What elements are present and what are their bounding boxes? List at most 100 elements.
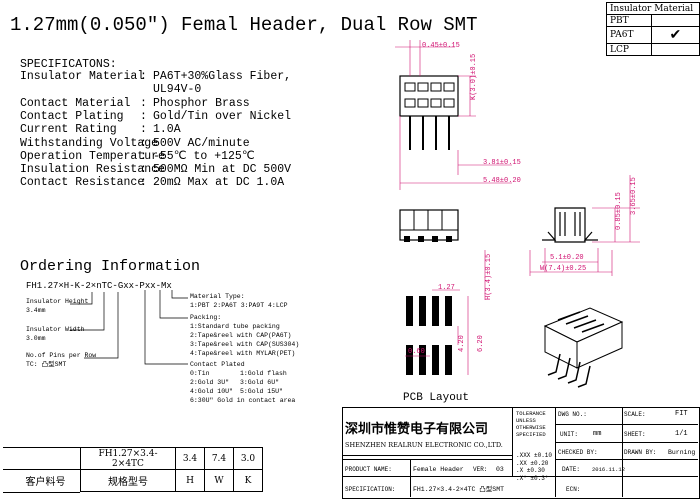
dim-label: 4.20 <box>458 335 466 352</box>
dim-label: 6.20 <box>477 335 485 352</box>
spec-row: Withstanding Voltage:500V AC/minute <box>20 137 320 150</box>
material-type-note: Material Type: 1:PBT 2:PA6T 3:PA9T 4:LCP <box>190 292 288 310</box>
spec-label: Contact Material <box>20 96 131 110</box>
date-label: DATE: <box>562 466 581 473</box>
specs-list: Insulator Material:PA6T+30%Glass Fiber,U… <box>20 70 320 200</box>
tolerance-values: .XXX ±0.10 .XX ±0.20 .X ±0.30 .X° ±0.3° <box>516 452 552 482</box>
spec-value: -55℃ to +125℃ <box>153 149 255 163</box>
spec-colon: : <box>140 149 147 163</box>
specs-heading: SPECIFICATONS: <box>20 58 117 71</box>
tol-line: OTHERWISE <box>516 424 546 431</box>
drawn-value: Burning <box>668 449 696 456</box>
tol-value: .X ±0.30 <box>516 467 545 474</box>
drawn-label: DRAWN BY: <box>624 449 657 456</box>
side-view: 0.85±0.15 3.65±0.15 5.1±0.20 W(7.4)±0.25 <box>529 175 640 276</box>
spec-value: Phosphor Brass <box>153 96 250 110</box>
pcb-layout: 1.27 0.60 4.20 6.20 H(3.4)±0.15 PCB Layo… <box>403 250 493 404</box>
divider <box>555 459 698 460</box>
date-value: 2016.11.12 <box>592 466 626 473</box>
note-line: 1:Gold flash <box>240 370 287 377</box>
note-line: 1:Standard tube packing <box>190 323 280 330</box>
unit-label: UNIT: <box>560 431 579 438</box>
col-header: W <box>204 469 234 492</box>
note-line: 4:Tape&reel with MYLAR(PET) <box>190 350 296 357</box>
spec-colon: : <box>140 176 147 190</box>
part-value: 3.4 <box>175 447 205 470</box>
note-line: Insulator Height <box>26 298 89 305</box>
divider <box>622 407 623 497</box>
spec-row: Contact Plating:Gold/Tin over Nickel <box>20 110 320 123</box>
scale-label: SCALE: <box>624 411 646 418</box>
label-cell: 客户料号 规格型号 <box>26 469 176 492</box>
dim-label: 0.45±0.15 <box>422 42 460 50</box>
tol-value: .XX ±0.20 <box>516 459 549 467</box>
ordering-heading: Ordering Information <box>20 258 201 275</box>
packing-note: Packing: 1:Standard tube packing 2:Tape&… <box>190 313 299 358</box>
note-line: Packing: <box>190 314 222 321</box>
spec-value: UL94V-0 <box>153 83 202 97</box>
col-header: H <box>175 469 205 492</box>
dim-label: 0.60 <box>408 348 425 356</box>
dim-label: K(3.0)±0.15 <box>470 54 478 100</box>
checked-label: CHECKED BY: <box>558 449 598 456</box>
note-line: No.of Pins per Row <box>26 352 97 359</box>
sheet-label: SHEET: <box>624 431 646 438</box>
product-name-label: PRODUCT NAME: <box>345 466 392 473</box>
insulator-height-note: Insulator Height 3.4mm <box>26 297 88 315</box>
spec-row: Operation Temperature:-55℃ to +125℃ <box>20 150 320 163</box>
note-line: 3.0mm <box>26 335 46 342</box>
dim-label: 5.1±0.20 <box>550 254 584 262</box>
spec-value: 500V AC/minute <box>153 136 250 150</box>
tol-line: SPECIFIED <box>516 431 546 438</box>
dim-label: 3.81±0.15 <box>483 159 521 167</box>
note-line: Contact Plated <box>190 361 245 368</box>
part-table-left-border <box>3 447 80 493</box>
note-line: 5:Gold 15U″ <box>240 388 283 395</box>
spec-label: Withstanding Voltage <box>20 136 159 150</box>
spec-label: Insulation Resistance <box>20 163 165 177</box>
tol-value: .XXX ±0.10 <box>516 452 553 459</box>
note-line: 1:PBT 2:PA6T 3:PA9T 4:LCP <box>190 302 288 309</box>
spec-row: Current Rating:1.0A <box>20 123 320 136</box>
spec-label: Current Rating <box>20 123 117 137</box>
note-line: 0:Tin <box>190 370 210 377</box>
note-line: 2:Tape&reel with CAP(PA6T) <box>190 332 292 339</box>
spec-row: Insulation Resistance:500MΩ Min at DC 50… <box>20 163 320 176</box>
customer-pn-label: 客户料号 <box>25 477 66 488</box>
material-mark <box>650 43 700 56</box>
spec-value: 1.0A <box>153 123 181 137</box>
divider <box>555 442 698 443</box>
spec-label: SPECIFICATION: <box>345 486 396 493</box>
ver-label: VER: <box>473 466 488 473</box>
pcb-layout-label: PCB Layout <box>403 392 469 404</box>
dwg-label: DWG NO.: <box>558 411 587 418</box>
spec-value: 500MΩ Min at DC 500V <box>153 163 292 177</box>
material-table: Insulator Material PBT PA6T✔ LCP <box>606 2 700 56</box>
insulator-width-note: Insulator Width 3.0mm <box>26 325 85 343</box>
scale-value: FIT <box>675 410 688 418</box>
note-line: 3.4mm <box>26 307 46 314</box>
product-name-value: Female Header <box>413 466 464 473</box>
note-line: 3:Gold 6U″ <box>240 379 280 386</box>
divider <box>342 476 698 477</box>
company-name-cn: 深圳市惟赞电子有限公司 <box>345 422 489 437</box>
note-line: 4:Gold 10U″ <box>190 388 233 395</box>
ver-value: 03 <box>496 466 504 473</box>
tol-line: TOLERANCE <box>516 410 546 417</box>
spec-label: Contact Plating <box>20 109 124 123</box>
spec-colon: : <box>140 109 147 123</box>
divider <box>342 455 512 456</box>
top-view: 0.45±0.15 K(3.0)±0.15 3.81±0.15 5.48±0.2… <box>395 40 521 190</box>
note-line: Material Type: <box>190 293 245 300</box>
front-view <box>399 209 459 242</box>
col-header: K <box>233 469 263 492</box>
tol-line: UNLESS <box>516 417 536 424</box>
dim-label: 3.65±0.15 <box>630 177 638 215</box>
spec-value: 20mΩ Max at DC 1.0A <box>153 176 285 190</box>
spec-model-label: 规格型号 <box>108 477 148 488</box>
pins-note: No.of Pins per Row TC: 凸型SMT <box>26 351 96 369</box>
ecn-label: ECN: <box>566 486 581 493</box>
